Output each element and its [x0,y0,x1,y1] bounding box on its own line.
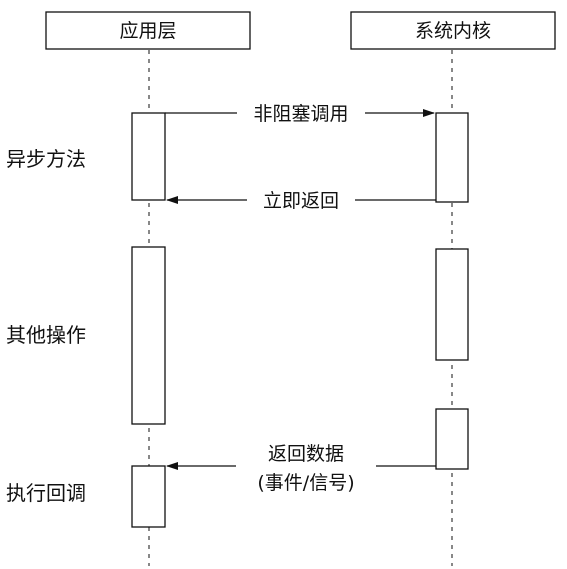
return-data-label-line1: 返回数据 [268,443,344,465]
kernel-activation-3 [435,408,469,470]
phase-callback-label: 执行回调 [6,481,86,505]
return-data-label-line2: (事件/信号) [257,472,354,494]
kernel-activation-1 [435,112,469,203]
kernel-activation-2 [435,248,469,361]
phase-other-label: 其他操作 [6,323,86,347]
return-immediately-label: 立即返回 [263,190,339,212]
app-participant: 应用层 [45,11,251,50]
app-activation-async [131,112,166,201]
kernel-participant-label: 系统内核 [415,20,491,42]
return-immediately-message: 立即返回 [166,187,436,213]
phase-async-label: 异步方法 [6,147,86,171]
app-activation-other [131,246,166,425]
return-data-message: 返回数据 (事件/信号) [166,440,436,496]
nonblocking-call-label: 非阻塞调用 [253,103,348,125]
app-activation-callback [131,465,166,528]
nonblocking-call-message: 非阻塞调用 [165,100,435,126]
app-participant-label: 应用层 [119,20,176,42]
kernel-participant: 系统内核 [350,11,556,50]
